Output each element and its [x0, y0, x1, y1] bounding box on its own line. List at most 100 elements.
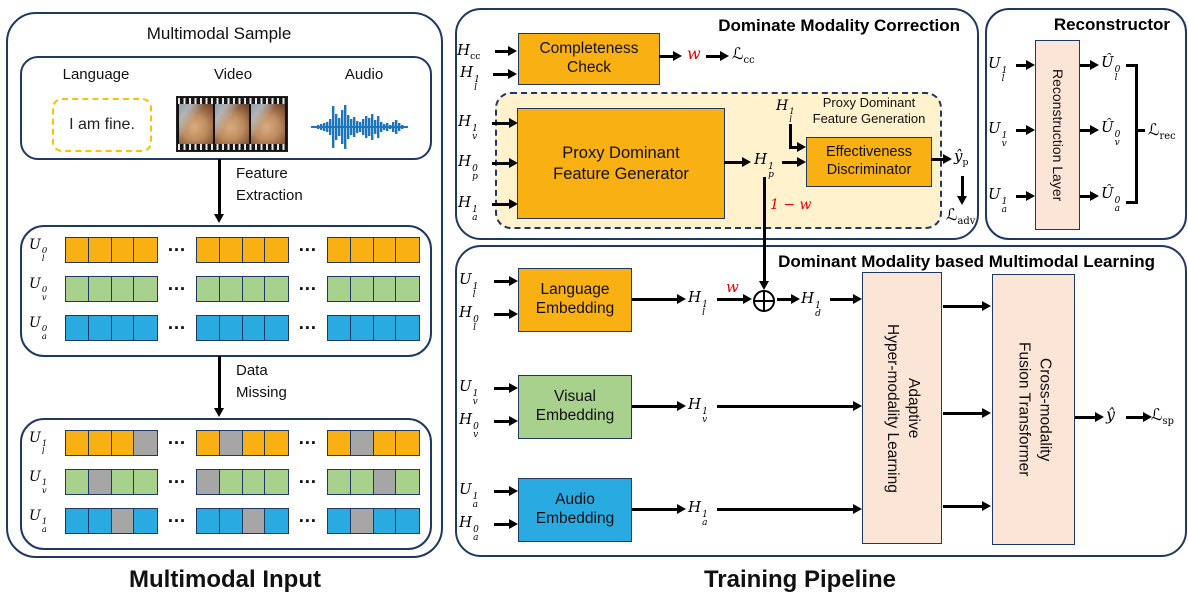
arrow-cc-to-w [659, 55, 673, 58]
feature-cell [372, 430, 397, 456]
feature-cell [264, 508, 289, 534]
feature-cells: …… [65, 508, 420, 534]
arrow-hv1-to-gen [492, 122, 509, 125]
proxy-generation-group-label: Proxy Dominant Feature Generation [812, 95, 926, 127]
one-minus-w-label: 1 − w [770, 197, 812, 213]
arrow-rl-to-uv0 [1080, 129, 1090, 132]
feature-cell [395, 469, 420, 495]
arrow-ha1-to-ahl [717, 508, 853, 511]
feature-cell [65, 315, 90, 341]
feature-cell [241, 315, 267, 341]
hl1-elbow-line [789, 124, 792, 148]
arrow-yp-to-lossadv [961, 176, 964, 196]
ellipsis: … [297, 467, 318, 489]
ellipsis: … [166, 235, 187, 257]
feature-cell [372, 237, 397, 263]
feature-cells: …… [65, 276, 420, 302]
caption-training-pipeline: Training Pipeline [703, 566, 897, 593]
completeness-check-box: Completeness Check [518, 33, 660, 85]
feature-cell [264, 469, 289, 495]
feature-cell [264, 276, 289, 302]
arrow-hl0-to-emb [494, 313, 509, 316]
feature-cell [87, 469, 113, 495]
language-sample-text: I am fine. [69, 116, 135, 133]
video-label: Video [213, 66, 253, 83]
video-frame [251, 104, 285, 144]
feature-cell [218, 315, 244, 341]
feature-extraction-label: Feature Extraction [236, 165, 303, 204]
feature-cell [133, 469, 158, 495]
arrow-w-to-losscc [706, 55, 720, 58]
feature-cell [110, 508, 136, 534]
feature-cell [110, 237, 136, 263]
feature-cell [133, 315, 158, 341]
ellipsis: … [166, 467, 187, 489]
feature-cell [326, 508, 352, 534]
ellipsis: … [297, 506, 318, 528]
feature-cell [133, 430, 158, 456]
arrow-hl1-to-sum [717, 298, 743, 301]
feature-cell [372, 508, 397, 534]
hcc-input-label: Hcc [457, 41, 481, 62]
feature-cell [395, 430, 420, 456]
ellipsis: … [297, 428, 318, 450]
arrow-sum-to-hd1 [777, 298, 791, 301]
arrow-hp1-to-sum [763, 177, 766, 281]
reconstructor-panel [985, 8, 1187, 240]
feature-cell [65, 237, 90, 263]
caption-multimodal-input: Multimodal Input [129, 566, 321, 593]
feature-cell [110, 276, 136, 302]
feature-cell [241, 237, 267, 263]
yhat-label: ŷ [1106, 405, 1116, 424]
language-embedding-box: Language Embedding [518, 268, 632, 332]
feature-cell [349, 276, 375, 302]
feature-extraction-arrow [218, 159, 221, 214]
arrow-disc-to-yp [931, 158, 943, 161]
feature-cell [87, 508, 113, 534]
feature-cell [241, 430, 267, 456]
arrow-emb-to-hv1 [632, 405, 677, 408]
feature-cell [395, 315, 420, 341]
language-label: Language [62, 66, 130, 83]
ellipsis: … [297, 235, 318, 257]
feature-cell [65, 276, 90, 302]
feature-cell [326, 315, 352, 341]
feature-cell [372, 276, 397, 302]
training-panel-title: Dominant Modality based Multimodal Learn… [778, 252, 1155, 271]
feature-cell [87, 315, 113, 341]
reconstruction-layer-box: Reconstruction Layer [1035, 40, 1080, 230]
feature-cell [349, 237, 375, 263]
video-thumbnails [176, 96, 288, 152]
w-fusion-label: w [726, 278, 739, 296]
weight-w-label: w [687, 44, 701, 63]
ellipsis: … [166, 313, 187, 335]
arrow-ua1-to-emb [494, 490, 509, 493]
feature-cell [349, 430, 375, 456]
loss-rec-label: ℒrec [1148, 120, 1176, 143]
correction-panel-title: Dominate Modality Correction [718, 16, 960, 35]
arrow-hp0-to-gen [492, 162, 509, 165]
feature-cell [326, 276, 352, 302]
feature-cell [326, 469, 352, 495]
feature-cell [326, 237, 352, 263]
arrow-hv0-to-emb [494, 420, 509, 423]
feature-cell [349, 315, 375, 341]
arrow-yhat-to-losssp [1126, 416, 1143, 419]
feature-cell [195, 237, 221, 263]
feature-cell [65, 469, 90, 495]
arrow-ahl-to-cft-3 [943, 505, 982, 508]
loss-cc-label: ℒcc [732, 44, 755, 67]
